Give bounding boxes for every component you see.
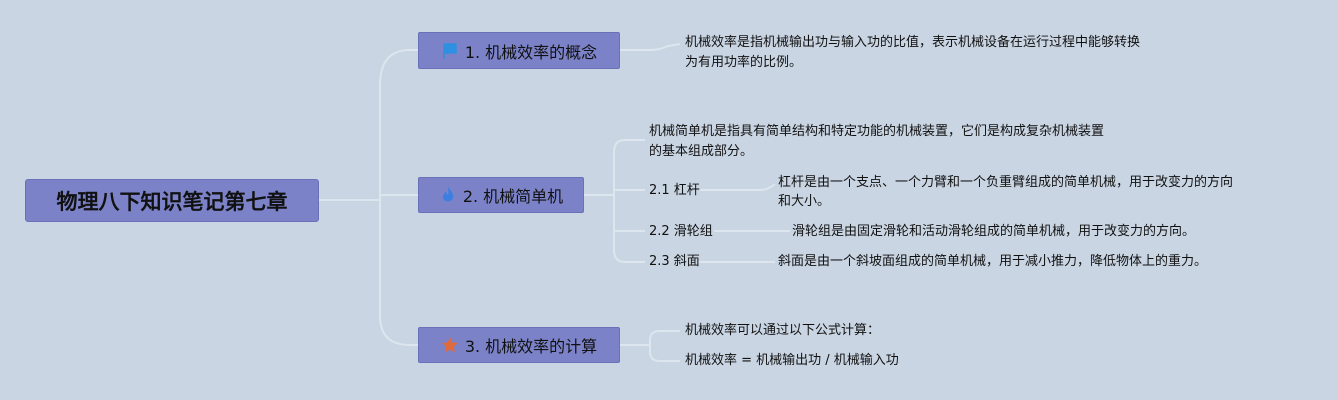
child-label-incline[interactable]: 2.3 斜面 <box>649 254 700 269</box>
child-note-pulley: 滑轮组是由固定滑轮和活动滑轮组成的简单机械，用于改变力的方向。 <box>792 224 1196 239</box>
b2-down <box>613 195 645 263</box>
child-note-incline: 斜面是由一个斜坡面组成的简单机械，用于减小推力，降低物体上的重力。 <box>778 254 1208 269</box>
b3-up <box>649 330 680 345</box>
note-b2-intro-line-1: 机械简单机是指具有简单结构和特定功能的机械装置，它们是构成复杂机械装置 <box>649 124 1105 139</box>
branch-node-1[interactable]: 1. 机械效率的概念 <box>418 32 620 69</box>
child-note-lever-line-2: 和大小。 <box>778 194 831 209</box>
c1-to-note <box>700 183 776 191</box>
note-b3-line-1: 机械效率可以通过以下公式计算： <box>685 323 881 338</box>
b3-down <box>649 345 680 362</box>
b2-mid1 <box>613 189 645 195</box>
branch-3-title: 3. 机械效率的计算 <box>464 337 598 356</box>
child-label-pulley[interactable]: 2.2 滑轮组 <box>649 224 713 239</box>
note-b1-line-2: 为有用功率的比例。 <box>685 55 803 70</box>
note-b1-line-1: 机械效率是指机械输出功与输入功的比值，表示机械设备在运行过程中能够转换 <box>685 35 1141 50</box>
child-note-lever-line-1: 杠杆是由一个支点、一个力臂和一个负重臂组成的简单机械，用于改变力的方向 <box>778 175 1234 190</box>
trunk-line <box>379 49 418 200</box>
branch-1-title: 1. 机械效率的概念 <box>464 42 598 62</box>
b2-up <box>613 139 645 195</box>
flag-icon <box>441 42 459 60</box>
branch-node-2[interactable]: 2. 机械简单机 <box>418 177 584 213</box>
branch-2-title: 2. 机械简单机 <box>462 187 564 206</box>
branch-node-3[interactable]: 3. 机械效率的计算 <box>418 327 620 363</box>
root-node[interactable]: 物理八下知识笔记第七章 <box>25 179 319 222</box>
child-label-lever[interactable]: 2.1 杠杆 <box>649 183 700 198</box>
root-title: 物理八下知识笔记第七章 <box>56 189 288 214</box>
star-icon <box>441 336 459 354</box>
note-b3-line-2: 机械效率 = 机械输出功 / 机械输入功 <box>685 353 899 368</box>
note-b2-intro-line-2: 的基本组成部分。 <box>649 144 754 159</box>
trunk-line-lower <box>379 200 418 346</box>
flame-icon <box>439 186 457 204</box>
b1-to-note <box>620 43 681 51</box>
